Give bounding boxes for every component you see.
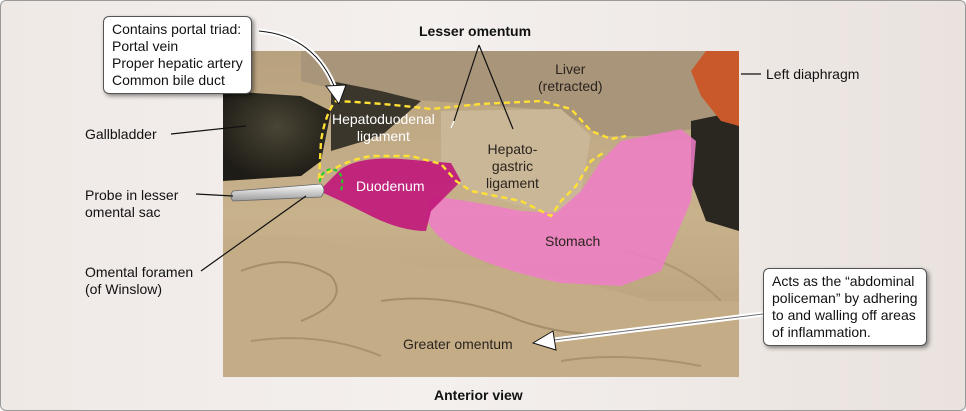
label-gallbladder: Gallbladder — [85, 126, 157, 142]
figure-title: Lesser omentum — [419, 23, 532, 39]
lesser-omentum-outline — [317, 99, 627, 218]
stomach-overlay — [426, 129, 696, 286]
callout-line: Common bile duct — [112, 72, 225, 88]
left-diaphragm-tissue — [691, 51, 739, 126]
label-liver: Liver (retracted) — [538, 61, 603, 95]
portal-triad-callout: Contains portal triad: Portal vein Prope… — [103, 16, 252, 94]
label-line: Probe in lesser — [85, 187, 179, 203]
label-line: ligament — [356, 128, 410, 144]
figure-caption: Anterior view — [434, 387, 523, 403]
callout-line: of inflammation. — [772, 324, 871, 340]
label-probe: Probe in lesser omental sac — [85, 187, 178, 221]
policeman-callout: Acts as the “abdominal policeman” by adh… — [763, 268, 927, 346]
callout-line: Acts as the “abdominal — [772, 273, 915, 289]
probe — [230, 183, 325, 202]
omental-foramen-outline — [318, 167, 344, 192]
callout-line: Portal vein — [112, 38, 179, 54]
callout-line: to and walling off areas — [772, 307, 916, 323]
label-omental-foramen: Omental foramen (of Winslow) — [85, 264, 193, 298]
label-line: gastric — [491, 158, 534, 174]
duodenum-overlay — [319, 158, 461, 231]
callout-line: Contains portal triad: — [112, 21, 242, 37]
label-line: Hepatoduodenal — [332, 111, 435, 127]
callout-line: policeman” by adhering — [772, 290, 918, 306]
label-left-diaphragm: Left diaphragm — [766, 66, 860, 82]
label-line: Hepato- — [487, 141, 538, 157]
label-line: Liver — [555, 61, 586, 77]
label-hepatogastric-ligament: Hepato- gastric ligament — [486, 141, 539, 192]
label-hepatoduodenal-ligament: Hepatoduodenal ligament — [332, 111, 435, 145]
label-stomach: Stomach — [545, 233, 601, 249]
label-line: (retracted) — [538, 78, 603, 94]
label-line: (of Winslow) — [85, 281, 163, 297]
leader-lines — [170, 44, 761, 272]
label-duodenum: Duodenum — [356, 178, 425, 194]
label-line: ligament — [486, 175, 539, 191]
label-greater-omentum: Greater omentum — [403, 336, 513, 352]
label-line: Omental foramen — [85, 264, 194, 280]
callout-line: Proper hepatic artery — [112, 55, 243, 71]
label-line: omental sac — [85, 204, 161, 220]
